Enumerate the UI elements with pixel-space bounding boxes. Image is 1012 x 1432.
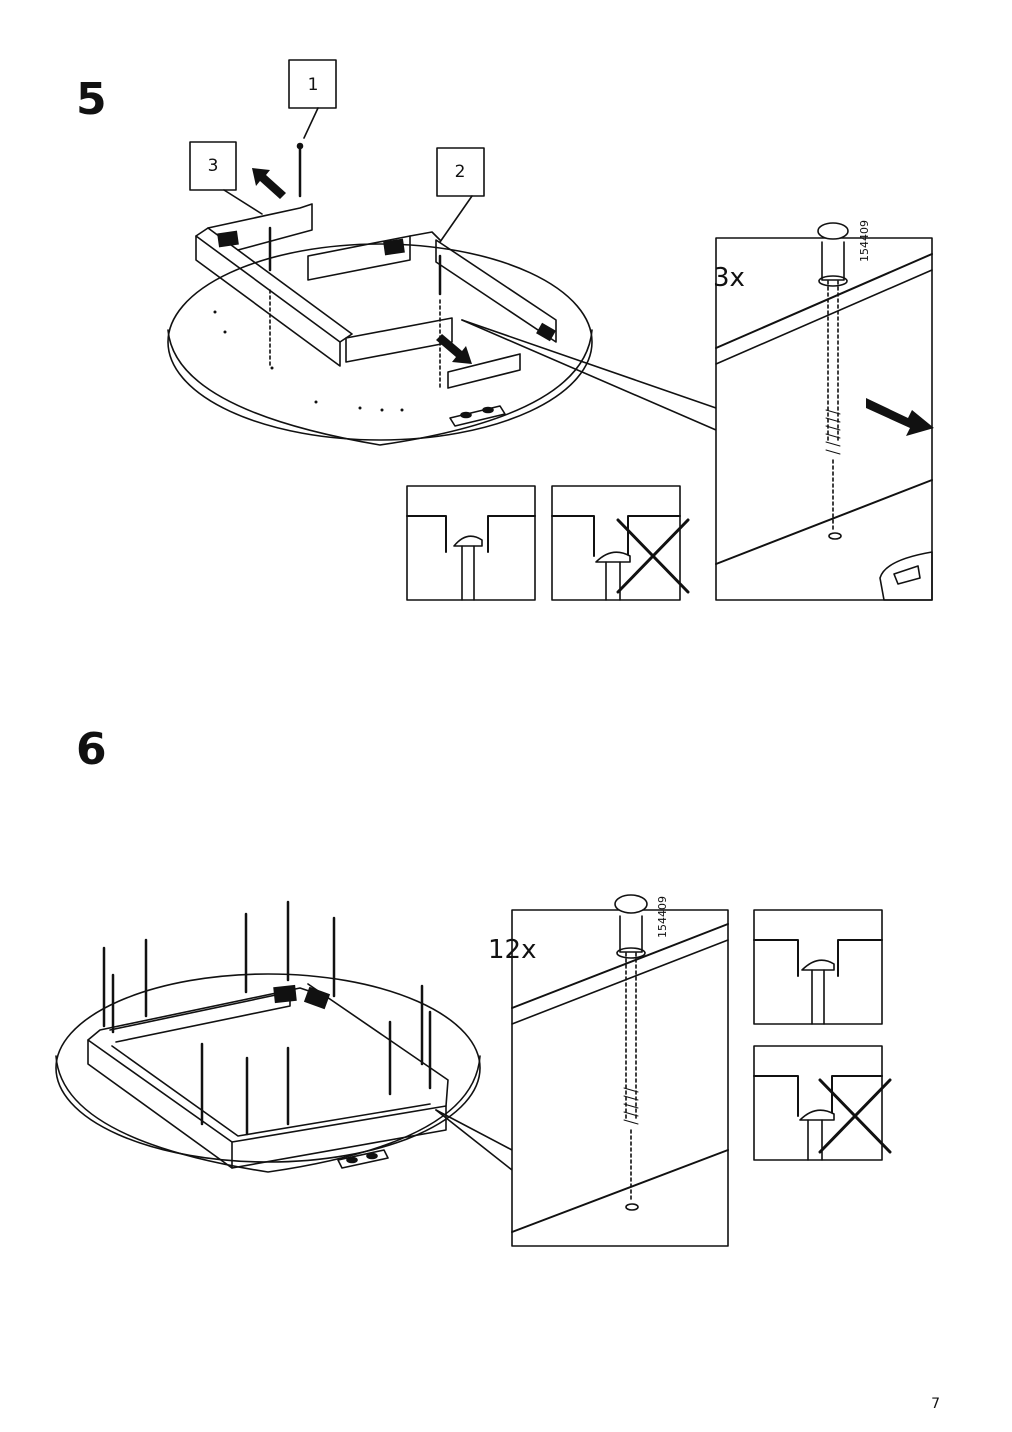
frame-rail-left xyxy=(195,203,353,367)
arrow-down-right-icon xyxy=(436,334,472,364)
step-5-number: 5 xyxy=(76,74,107,125)
screws-12 xyxy=(102,900,432,1136)
corner-brackets xyxy=(217,230,556,342)
corner-brackets xyxy=(273,984,331,1010)
frame-rail-right xyxy=(435,239,557,343)
table-connector-plate xyxy=(449,405,506,427)
svg-text:3: 3 xyxy=(208,156,219,176)
callout-2: 2 xyxy=(436,147,485,243)
quantity-label: 3x xyxy=(713,263,745,293)
frame-rail-back xyxy=(307,231,441,281)
step-6-number: 6 xyxy=(76,724,107,775)
step-5-illustration: 1 3 2 xyxy=(167,59,934,601)
incorrect-fit-panel xyxy=(753,1045,892,1161)
svg-text:1: 1 xyxy=(308,75,319,95)
step-6-illustration: 12x 154409 xyxy=(55,894,892,1247)
part-number: 154409 xyxy=(656,896,669,938)
frame-rail-front xyxy=(345,317,521,389)
arrow-up-left-icon xyxy=(252,168,286,199)
screw-detail-panel: 12x 154409 xyxy=(488,894,729,1247)
table-top xyxy=(55,973,481,1173)
quantity-label: 12x xyxy=(488,935,536,965)
part-number: 154409 xyxy=(858,220,871,262)
callout-1: 1 xyxy=(288,59,337,139)
incorrect-fit-panel xyxy=(551,485,690,601)
arrow-right-icon xyxy=(866,398,934,436)
connector-plate xyxy=(337,1149,389,1169)
callout-3: 3 xyxy=(189,141,263,215)
screw-5-1 xyxy=(296,142,304,198)
table-top xyxy=(167,243,593,446)
correct-fit-panel xyxy=(753,909,883,1025)
svg-text:2: 2 xyxy=(455,162,466,182)
cross-icon xyxy=(616,518,690,594)
screw-detail-panel: 3x 154409 xyxy=(713,220,934,601)
cross-icon xyxy=(818,1078,892,1154)
correct-fit-panel xyxy=(406,485,536,601)
page-number: 7 xyxy=(931,1396,940,1412)
